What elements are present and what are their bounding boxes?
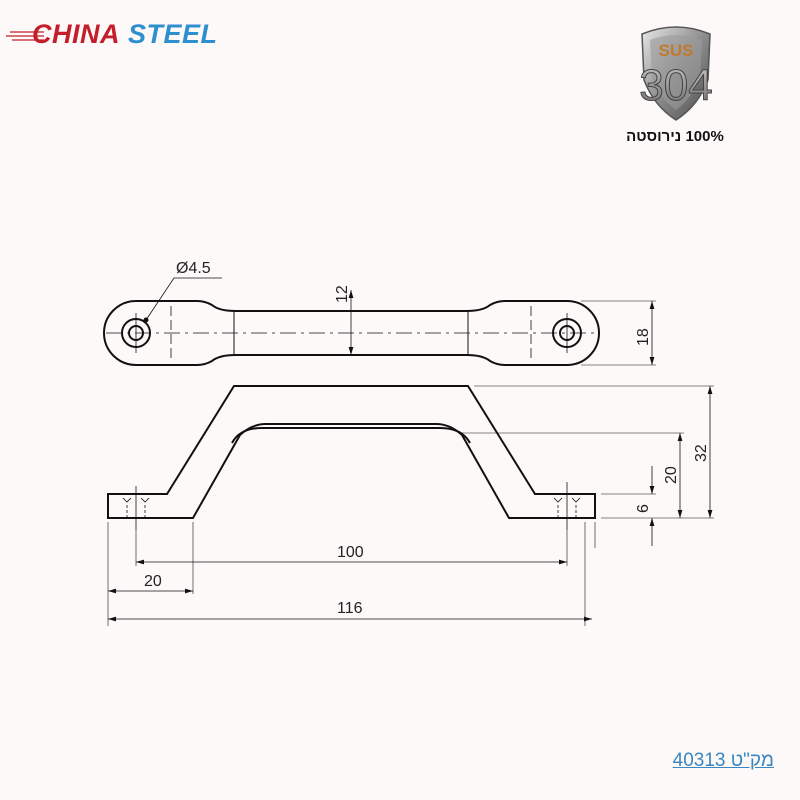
hole-spacing-label: 100 [337,544,364,561]
stainless-caption: 100% נירוסטה [626,128,724,145]
logo-china: CHINA [32,19,120,49]
top-view [103,277,656,366]
sku-link[interactable]: מק"ט 40313 [672,750,774,771]
total-length-label: 116 [337,600,363,617]
sus304-shield-icon: SUS 304 [639,26,713,121]
end-width-label: 18 [635,328,652,346]
hole-diameter-label: Ø4.5 [176,260,211,277]
svg-text:SUS: SUS [659,41,694,60]
foot-length-label: 20 [144,573,162,590]
speed-lines-icon [6,31,44,41]
logo-text: CHINA STEEL [32,19,218,50]
logo-steel: STEEL [128,19,218,49]
svg-text:304: 304 [639,61,712,110]
side-view [107,385,714,626]
china-steel-logo: CHINA STEEL [6,18,217,54]
total-height-label: 32 [693,444,710,462]
bar-width-label: 12 [334,285,351,303]
foot-thickness-label: 6 [635,504,652,513]
inner-height-label: 20 [663,466,680,484]
